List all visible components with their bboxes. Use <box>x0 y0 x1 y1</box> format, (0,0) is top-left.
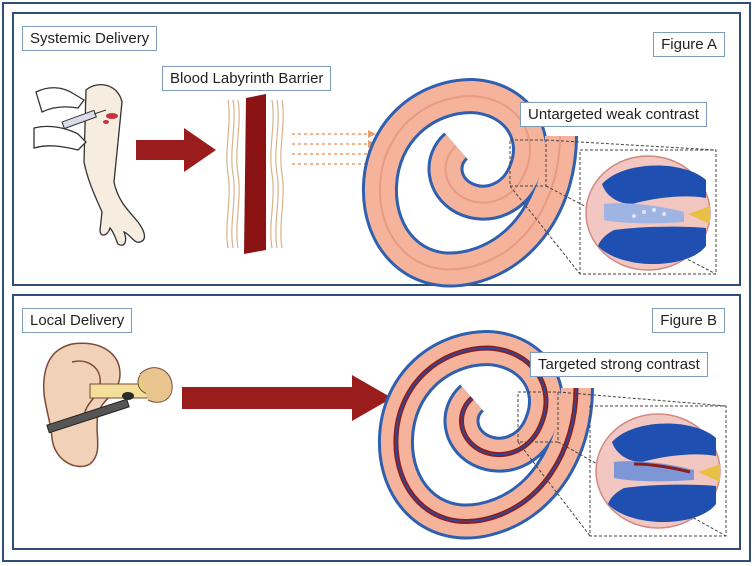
cochlea-spiral-icon <box>361 77 578 288</box>
ear-anatomy-icon <box>42 342 173 468</box>
untargeted-contrast-label: Untargeted weak contrast <box>520 102 707 127</box>
cochlea-cross-section-icon <box>595 413 721 529</box>
barrier-label: Blood Labyrinth Barrier <box>162 66 332 91</box>
figure-a-label: Figure A <box>653 32 725 57</box>
blood-labyrinth-barrier-icon <box>226 94 284 254</box>
figure-b-label: Figure B <box>652 308 725 333</box>
cochlea-cross-section-icon <box>585 155 711 271</box>
figure-b-panel: Local Delivery Figure B Targeted strong … <box>12 294 741 550</box>
delivery-arrow-b <box>182 375 392 421</box>
figure-a-panel: Systemic Delivery Figure A Blood Labyrin… <box>12 12 741 288</box>
systemic-delivery-label: Systemic Delivery <box>22 26 158 51</box>
delivery-arrow-a <box>136 128 216 172</box>
arm-injection-icon <box>33 84 146 246</box>
local-delivery-label: Local Delivery <box>22 308 133 333</box>
targeted-contrast-label: Targeted strong contrast <box>530 352 708 377</box>
cochlea-spiral-icon <box>377 329 594 540</box>
